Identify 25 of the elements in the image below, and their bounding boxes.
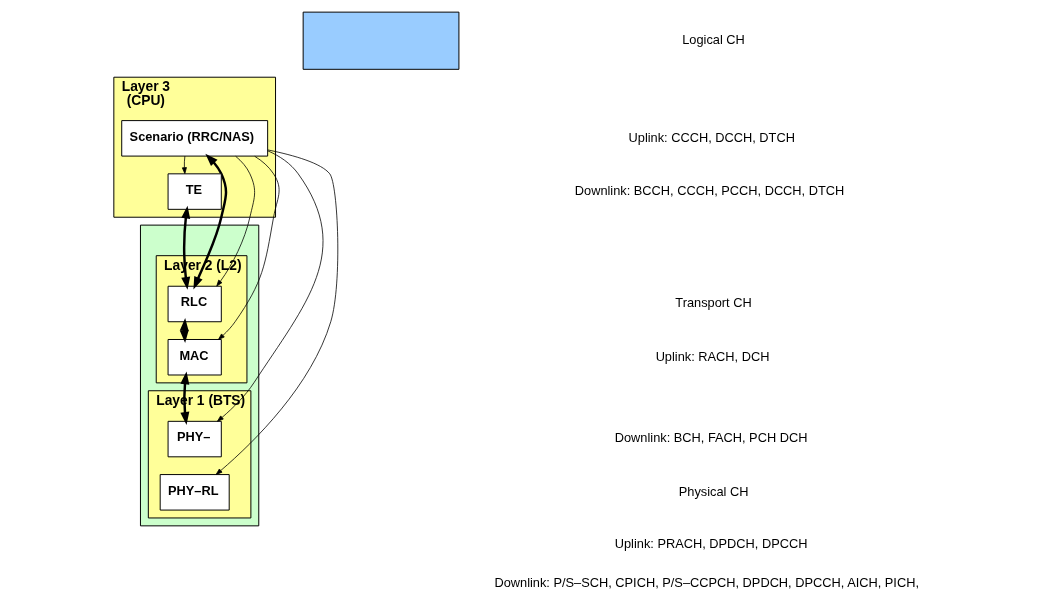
node-box	[302, 11, 460, 70]
arrow	[217, 150, 324, 422]
arrow	[181, 205, 191, 290]
label: Downlink: BCCH, CCCH, PCCH, DCCH, DTCH	[574, 182, 845, 198]
node-box: TE	[167, 173, 222, 210]
label: Uplink: RACH, DCH	[655, 348, 770, 364]
arrow	[181, 155, 187, 174]
label: Uplink: CCCH, DCCH, DTCH	[628, 129, 795, 145]
node-box: MAC	[167, 339, 222, 376]
arrow	[218, 155, 280, 340]
arrow	[216, 155, 255, 287]
node-box: RLC	[167, 285, 222, 323]
arrow	[215, 149, 339, 475]
label: Physical CH	[678, 483, 749, 499]
label: Downlink: P/S–SCH, CPICH, P/S–CCPCH, DPDCH, DPCCH, AICH, PICH,	[494, 575, 919, 591]
node-box: PHY–RL	[159, 474, 230, 511]
arrow	[180, 371, 190, 425]
node-box: PHY–	[167, 420, 222, 458]
node-box: Scenario (RRC/NAS)	[121, 120, 269, 157]
arrow	[193, 153, 228, 290]
label: Downlink: BCH, FACH, PCH DCH	[614, 430, 808, 446]
label: Transport CH	[675, 295, 752, 311]
label: Uplink: PRACH, DPDCH, DPCCH	[614, 535, 808, 551]
cluster	[139, 224, 260, 527]
label: Logical CH	[682, 32, 745, 48]
